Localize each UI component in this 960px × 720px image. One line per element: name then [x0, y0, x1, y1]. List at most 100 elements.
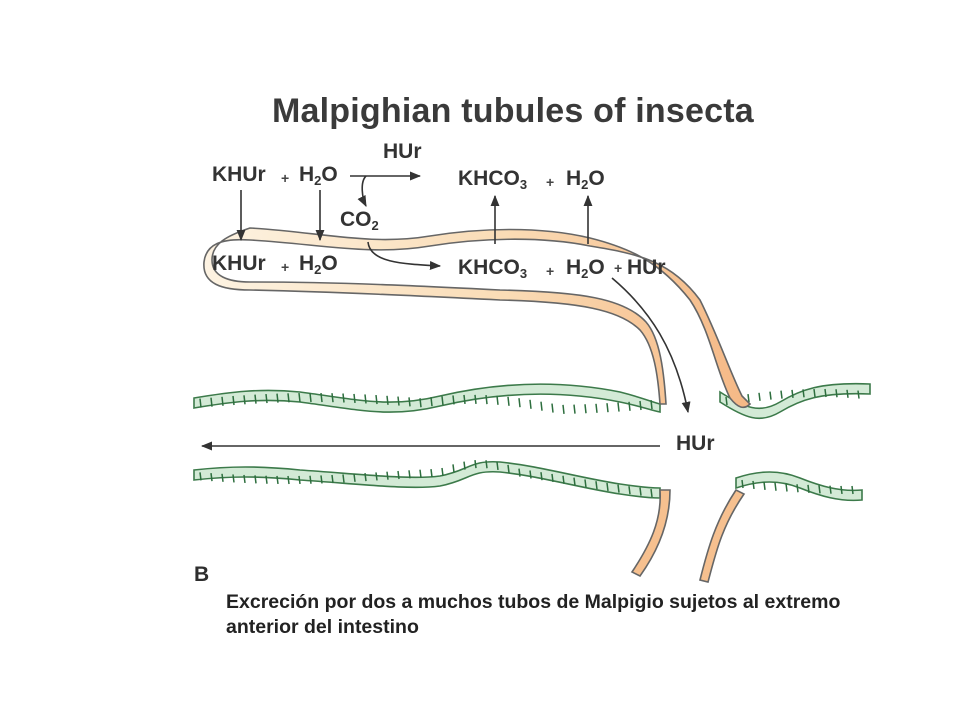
- gut-stripe: [441, 467, 444, 477]
- gut-stripe: [595, 403, 598, 413]
- gut-stripe: [584, 479, 587, 488]
- gut-stripe: [485, 460, 488, 469]
- label-khco3-inside: KHCO3: [458, 256, 528, 281]
- gut-stripe: [725, 396, 728, 406]
- label-hur-inside: HUr: [627, 256, 666, 279]
- gut-stripe: [243, 395, 246, 405]
- gut-stripe: [397, 470, 400, 480]
- gut-stripe: [650, 488, 653, 498]
- gut-stripe: [573, 404, 576, 414]
- gut-stripe: [408, 397, 411, 407]
- gut-stripe: [353, 473, 356, 482]
- gut-stripe: [758, 392, 761, 401]
- gut-stripe: [857, 390, 860, 399]
- label-h2o-inside: H2O: [299, 252, 338, 277]
- gut-stripe: [353, 393, 356, 404]
- gut-stripe: [221, 473, 224, 482]
- gut-upper-wall: [193, 382, 871, 420]
- gut-stripe: [796, 484, 799, 493]
- gut-stripe: [210, 397, 213, 407]
- label-h2o-inside-2: H2O: [566, 256, 605, 281]
- gut-stripe: [320, 392, 323, 403]
- gut-stripe: [199, 398, 202, 408]
- gut-stripe: [254, 394, 257, 404]
- gut-stripe: [818, 485, 821, 494]
- gut-stripe: [342, 393, 345, 403]
- gut-stripe: [791, 389, 794, 398]
- gut-stripe: [430, 469, 433, 478]
- gut-stripe: [309, 475, 312, 484]
- gut-stripe: [287, 475, 290, 485]
- gut-stripe: [551, 403, 554, 413]
- gut-stripe: [386, 471, 389, 480]
- plus-sign: +: [614, 260, 623, 276]
- gut-stripe: [386, 395, 389, 405]
- gut-stripe: [287, 393, 290, 403]
- gut-stripe: [232, 474, 235, 483]
- gut-stripe: [419, 398, 422, 408]
- malpighian-tubule: [203, 227, 752, 583]
- gut-stripe: [780, 390, 783, 399]
- label-co2: CO2: [340, 208, 379, 233]
- gut-stripe: [741, 479, 744, 489]
- figure-caption: Excreción por dos a muchos tubos de Malp…: [226, 591, 841, 638]
- gut-stripe: [496, 395, 499, 405]
- gut-stripe: [463, 461, 466, 470]
- gut-stripe: [232, 395, 235, 406]
- gut-stripe: [243, 474, 246, 484]
- gut-stripe: [199, 472, 202, 481]
- gut-stripe: [840, 485, 843, 495]
- gut-stripe: [474, 394, 477, 404]
- plus-sign: +: [281, 259, 290, 275]
- gut-stripe: [342, 474, 345, 483]
- gut-stripe: [540, 472, 543, 481]
- gut-stripe: [210, 473, 213, 482]
- gut-stripe: [802, 389, 805, 398]
- gut-stripe: [606, 482, 609, 492]
- gut-lower-wall: [193, 460, 863, 502]
- label-khur-inside: KHUr: [212, 252, 266, 275]
- label-h2o-outside: H2O: [299, 163, 338, 188]
- plus-sign: +: [546, 263, 555, 279]
- gut-stripe: [331, 393, 334, 403]
- gut-stripe: [639, 487, 642, 496]
- gut-stripe: [617, 402, 620, 412]
- gut-stripe: [298, 393, 301, 403]
- gut-stripe: [485, 395, 488, 405]
- gut-stripe: [752, 480, 755, 490]
- gut-stripe: [747, 394, 750, 403]
- gut-stripe: [507, 464, 510, 473]
- gut-stripe: [846, 389, 849, 398]
- gut-stripe: [628, 486, 631, 495]
- gut-stripe: [518, 468, 521, 477]
- gut-stripe: [785, 483, 788, 492]
- gut-stripe: [851, 485, 854, 495]
- gut-stripe: [562, 404, 565, 414]
- label-khur-outside: KHUr: [212, 163, 266, 186]
- gut-stripe: [835, 389, 838, 398]
- gut-stripe: [254, 475, 257, 484]
- gut-stripe: [769, 391, 772, 400]
- gut-stripe: [813, 388, 816, 398]
- gut-stripe: [309, 392, 312, 403]
- label-hur-top: HUr: [383, 140, 422, 163]
- reaction-arrows: [200, 171, 691, 451]
- gut-stripe: [364, 473, 367, 482]
- panel-letter: B: [194, 563, 210, 586]
- gut-stripe: [584, 404, 587, 414]
- gut-stripe: [639, 400, 642, 411]
- gut-stripe: [331, 474, 334, 484]
- plus-sign: +: [546, 174, 555, 190]
- gut-stripe: [551, 473, 554, 483]
- plus-sign: +: [281, 170, 290, 186]
- gut-stripe: [364, 394, 367, 404]
- gut-stripe: [606, 403, 609, 413]
- gut-stripe: [397, 396, 400, 406]
- gut-stripe: [628, 401, 631, 411]
- gut-stripe: [452, 395, 455, 405]
- gut-stripe: [774, 482, 777, 491]
- gut-stripe: [617, 484, 620, 493]
- hur-to-gut-arrow: [611, 277, 691, 414]
- gut-stripe: [496, 461, 499, 471]
- gut-stripe: [276, 393, 279, 403]
